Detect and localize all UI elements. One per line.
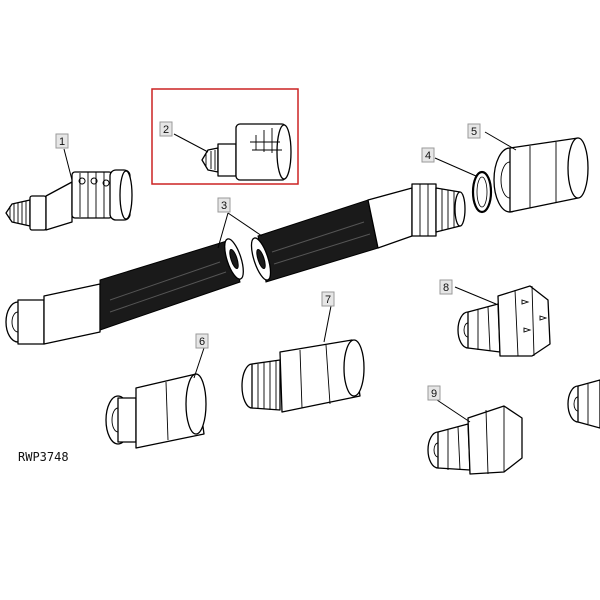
part-2-adapter — [201, 123, 292, 181]
part-1-coupler — [5, 169, 133, 231]
leader-lines — [63, 131, 517, 423]
callout-9: 9 — [427, 385, 441, 401]
svg-text:8: 8 — [443, 282, 449, 294]
callout-8: 8 — [439, 279, 453, 295]
svg-text:7: 7 — [325, 294, 331, 306]
part-9-fitting — [427, 405, 523, 475]
callout-5: 5 — [467, 123, 481, 139]
highlight-frame-part-2 — [151, 88, 299, 185]
svg-text:9: 9 — [431, 388, 437, 400]
svg-text:4: 4 — [425, 150, 431, 162]
svg-text:6: 6 — [199, 336, 205, 348]
partial-fitting — [567, 379, 600, 429]
reference-code: RWP3748 — [18, 450, 69, 464]
callout-2: 2 — [159, 121, 173, 137]
part-4-o-ring — [471, 170, 493, 214]
part-8-fitting — [457, 285, 551, 357]
svg-text:5: 5 — [471, 126, 477, 138]
svg-text:3: 3 — [221, 200, 227, 212]
svg-text:1: 1 — [59, 136, 65, 148]
callout-1: 1 — [55, 133, 69, 149]
part-6-reducer — [105, 373, 207, 449]
callout-3: 3 — [217, 197, 231, 213]
part-3-hose-assembly — [5, 183, 466, 345]
part-5-nut — [493, 137, 589, 213]
svg-text:2: 2 — [163, 124, 169, 136]
callout-7: 7 — [321, 291, 335, 307]
part-7-adapter — [241, 339, 365, 413]
callout-6: 6 — [195, 333, 209, 349]
callout-4: 4 — [421, 147, 435, 163]
